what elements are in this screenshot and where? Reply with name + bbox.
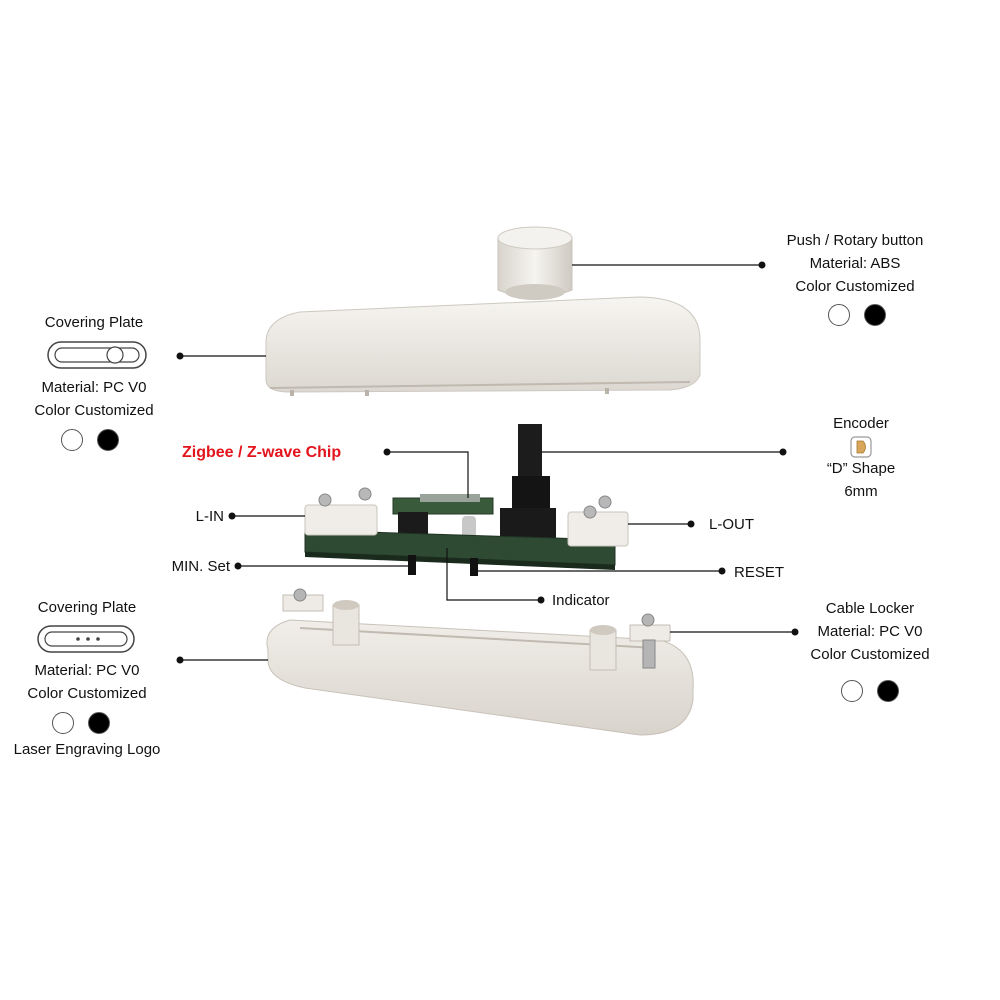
terminal-right [567,495,629,547]
black-swatch [864,304,886,326]
cable-locker-swatches [841,680,899,702]
min-set-label: MIN. Set [171,558,230,575]
covering-plate-bottom-specs: Material: PC V0 Color Customized [14,659,160,705]
black-swatch [877,680,899,702]
cable-locker-material: Material: PC V0 [817,623,923,640]
switch-plate-icon [47,341,147,369]
covering-plate-top-specs: Material: PC V0 Color Customized [20,376,168,422]
covering-plate-bottom-title: Covering Plate [37,599,137,616]
indicator-label: Indicator [552,592,610,609]
chip-label: Zigbee / Z-wave Chip [182,444,342,461]
encoder-title: Encoder [833,415,889,432]
l-out-label: L-OUT [709,516,754,533]
push-button-material: Material: ABS [809,255,901,272]
terminal-left [304,487,378,536]
leader-indicator [446,548,541,601]
covering-plate-bottom-swatches [52,712,110,734]
encoder-shaft [500,424,556,548]
top-covering-plate [265,296,701,396]
rotary-knob [497,226,573,300]
encoder-specs: “D” Shape 6mm [815,457,907,503]
white-swatch [61,429,83,451]
cable-locker-title: Cable Locker [825,600,915,617]
encoder-shape: “D” Shape [826,460,896,477]
black-swatch [88,712,110,734]
covering-plate-top-color: Color Customized [34,402,154,419]
push-button-swatches [828,304,886,326]
push-button-title: Push / Rotary button [786,232,924,249]
led-plate-icon [37,625,135,653]
covering-plate-top-material: Material: PC V0 [41,379,147,396]
white-swatch [52,712,74,734]
covering-plate-bottom-material: Material: PC V0 [34,662,140,679]
push-button-color: Color Customized [795,278,915,295]
push-button-label: Push / Rotary button Material: ABS Color… [775,229,935,298]
leader-dots [176,261,799,664]
laser-engraving-label: Laser Engraving Logo [13,741,161,758]
pcb-board [304,529,616,576]
white-swatch [828,304,850,326]
bottom-base [266,588,694,736]
black-swatch [97,429,119,451]
reset-label: RESET [734,564,785,581]
l-in-label: L-IN [195,508,224,525]
white-swatch [841,680,863,702]
leader-lines [180,264,795,661]
cable-locker-label: Cable Locker Material: PC V0 Color Custo… [800,597,940,666]
covering-plate-top-title: Covering Plate [44,314,144,331]
cable-locker-color: Color Customized [810,646,930,663]
covering-plate-top-swatches [61,429,119,451]
d-shaft-icon [850,436,872,458]
covering-plate-bottom-color: Color Customized [27,685,147,702]
encoder-size: 6mm [844,483,878,500]
leader-chip [387,451,469,498]
zigbee-module [392,494,494,546]
